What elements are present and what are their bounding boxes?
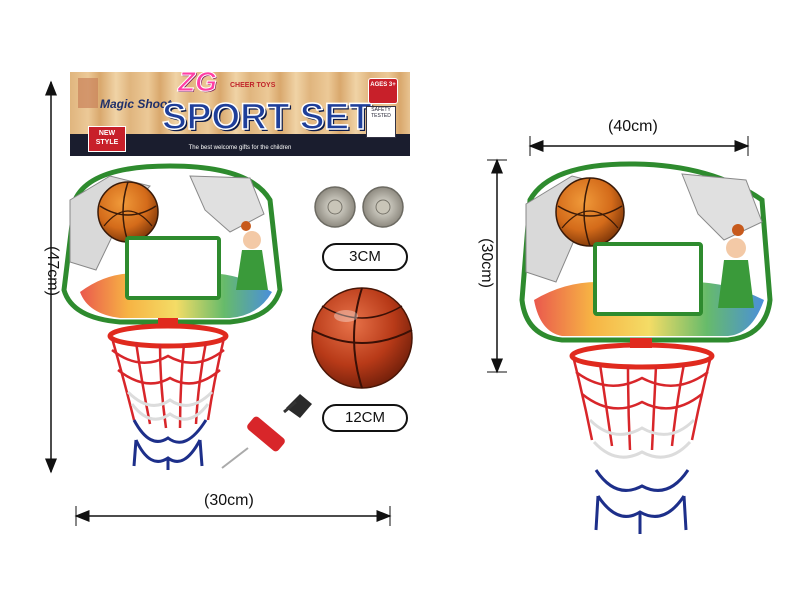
backboard-player-figure: [718, 224, 754, 308]
suction-cup-size-label: 3CM: [322, 243, 408, 271]
basketball-icon: [311, 287, 413, 389]
right-height-label: (30cm): [478, 238, 495, 288]
banner-new-style-badge: NEW STYLE: [88, 126, 126, 152]
basketball: [311, 287, 413, 389]
pump-body-icon: [247, 416, 285, 452]
backboard-basketball-icon: [97, 181, 159, 243]
banner-title: SPORT SET: [161, 95, 372, 138]
hand-pump: [221, 394, 312, 469]
banner-brand-logo: ZG: [178, 66, 218, 98]
left-hoop-net: [107, 323, 229, 470]
banner-subtitle: CHEER TOYS: [230, 82, 276, 89]
right-width-label: (40cm): [608, 118, 658, 135]
banner-safety-badge: SAFETY TESTED: [366, 106, 396, 138]
left-height-label: (47cm): [44, 246, 61, 296]
banner-tagline: The best welcome gifts for the children: [188, 145, 292, 151]
right-width-dimension: [528, 136, 750, 156]
left-width-dimension: [74, 506, 392, 526]
ball-size-label: 12CM: [322, 404, 408, 432]
right-hoop-net: [569, 342, 715, 534]
backboard-player-figure: [236, 221, 268, 290]
left-width-label: (30cm): [204, 492, 254, 509]
backboard-basketball-icon: [555, 177, 625, 247]
right-backboard: [519, 161, 773, 348]
right-height-dimension: [487, 158, 507, 374]
package-banner: Magic Shoot NEW STYLE ZG CHEER TOYS SPOR…: [70, 66, 410, 156]
suction-cups: [314, 186, 404, 228]
banner-ages-badge: AGES 3+: [368, 78, 398, 104]
banner-blur-patch: [78, 78, 98, 108]
banner-magic-shoot: Magic Shoot: [100, 97, 172, 111]
left-backboard: [61, 163, 283, 328]
banner-bottom-strip: [70, 134, 410, 156]
pump-handle-icon: [286, 394, 312, 418]
